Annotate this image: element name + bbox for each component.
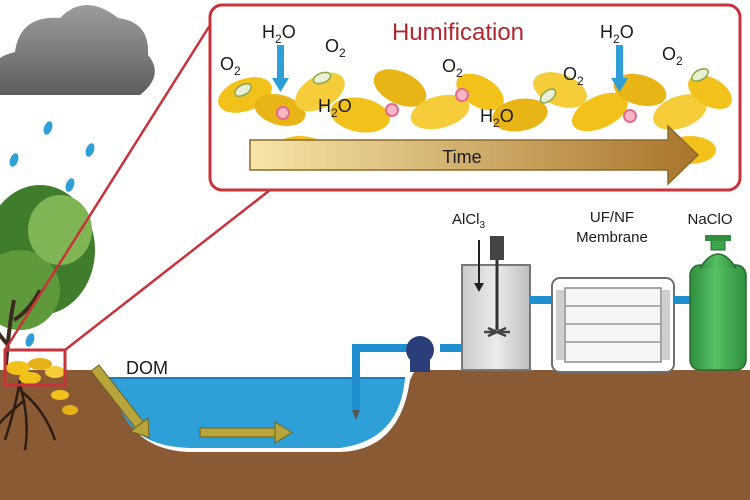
water-input-arrows: [272, 45, 628, 92]
membrane-label-line2: Membrane: [576, 229, 648, 246]
intake-pipe: [352, 336, 462, 420]
o2-label: O2: [325, 36, 346, 60]
tree: [0, 185, 95, 381]
membrane-label-line1: UF/NF: [590, 209, 634, 226]
h2o-label: H2O: [600, 22, 634, 46]
dom-flow-arrows: [90, 364, 293, 444]
o2-label: O2: [442, 56, 463, 80]
panel-title: Humification: [392, 19, 524, 46]
runoff-arrow: [90, 364, 150, 439]
stirrer-icon: [484, 326, 510, 338]
pump-icon: [406, 336, 434, 364]
coagulant-label: AlCl3: [452, 211, 486, 231]
zoom-lines: [3, 21, 271, 351]
disinfectant-label: NaClO: [687, 211, 732, 228]
time-label: Time: [442, 147, 481, 167]
dom-label: DOM: [126, 358, 168, 378]
h2o-label: H2O: [480, 106, 514, 130]
rain-cloud: [0, 5, 155, 95]
o2-label: O2: [563, 64, 584, 88]
humification-panel: Humification Time O2 O2 O2 O2 O2 H2O H2O…: [208, 3, 742, 192]
soil-ground: [0, 370, 750, 500]
o2-label: O2: [662, 44, 683, 68]
o2-label: O2: [220, 54, 241, 78]
coagulation-tank: [461, 236, 531, 371]
o2-labels: O2 O2 O2 O2 O2: [220, 36, 683, 88]
disinfectant-cylinder: [689, 235, 747, 371]
time-arrow: Time: [249, 124, 700, 186]
leaf-litter: [3, 348, 78, 415]
h2o-labels: H2O H2O H2O H2O: [262, 22, 634, 130]
h2o-label: H2O: [318, 96, 352, 120]
zoom-highlight-box: [3, 348, 67, 387]
water-flow-arrow: [199, 421, 293, 444]
membrane-module: [551, 277, 675, 373]
h2o-label: H2O: [262, 22, 296, 46]
